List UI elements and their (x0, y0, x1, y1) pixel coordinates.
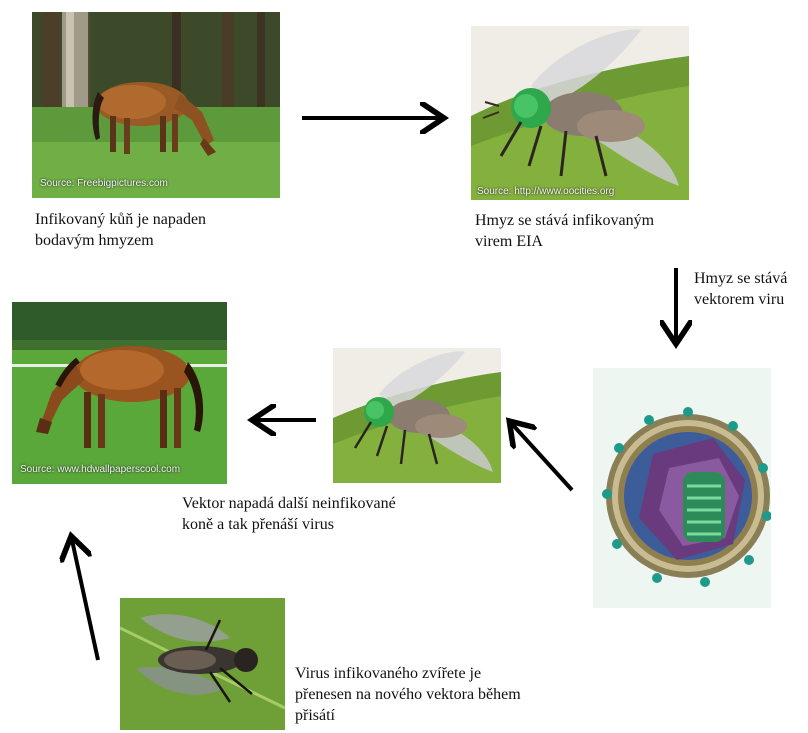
arrow-up-left-icon (512, 424, 572, 490)
arrow-up-icon (72, 540, 98, 660)
